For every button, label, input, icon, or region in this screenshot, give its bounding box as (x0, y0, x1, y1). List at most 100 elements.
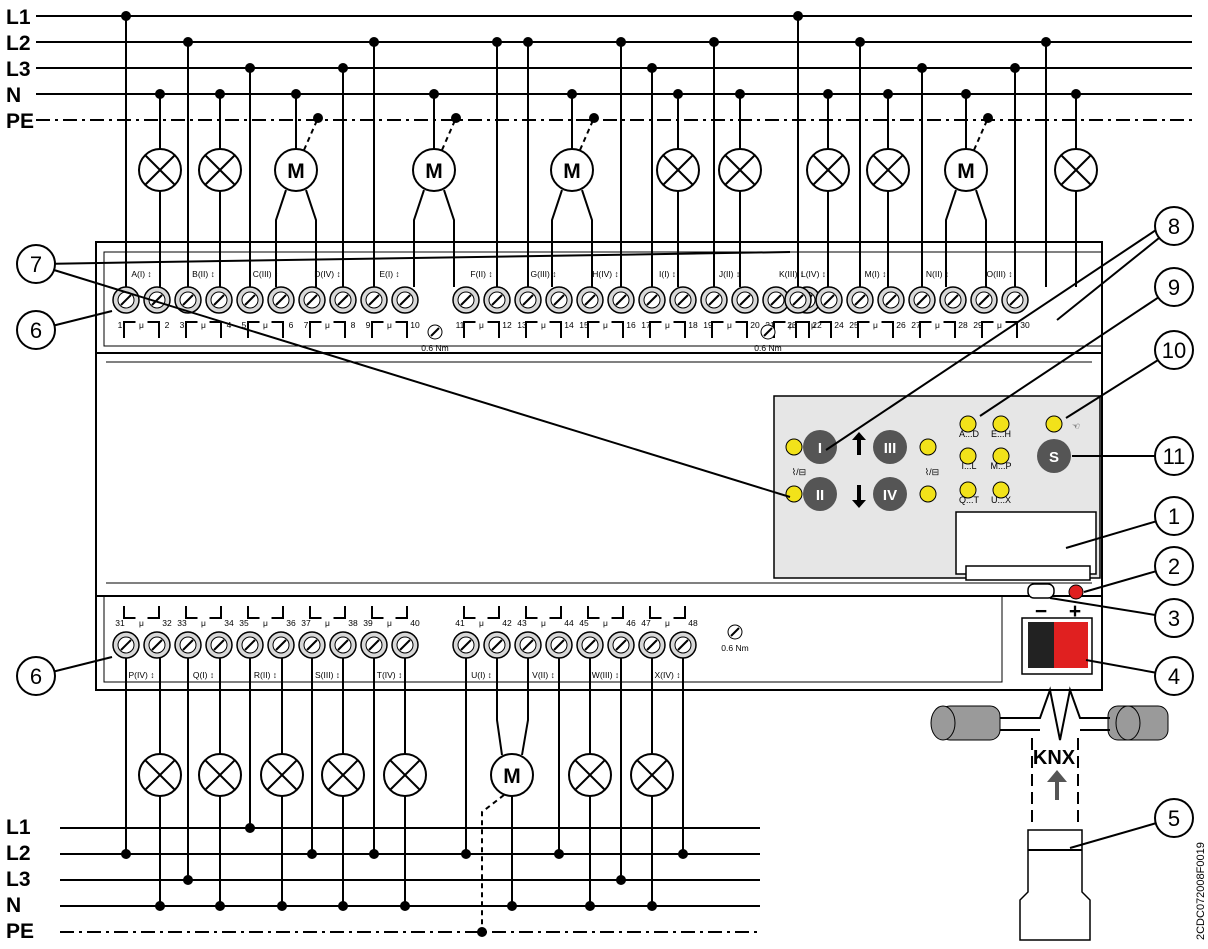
lamp-cross (662, 154, 694, 186)
lamp-cross (204, 154, 236, 186)
top-terminal-strip (103, 251, 1103, 347)
bottom-terminal-slot (584, 639, 596, 651)
bottom-neutral-junction (338, 901, 348, 911)
bottom-bus-junction (678, 849, 688, 859)
top-contact-symbol: μ (811, 320, 816, 330)
pe-junction (313, 113, 323, 123)
callout-circle (1154, 798, 1194, 838)
down-arrow-icon (852, 485, 866, 508)
lamp-cross (144, 154, 176, 186)
bottom-contact-outline (525, 606, 562, 619)
bottom-neutral-junction (585, 901, 595, 911)
top-terminal-number: 16 (626, 320, 636, 330)
led-group-label-a-d: A...D (959, 429, 980, 439)
motor-label: M (287, 160, 305, 183)
callout-number: 7 (30, 252, 42, 277)
bottom-contact-outline (587, 606, 624, 619)
bottom-terminal-number: 46 (626, 618, 636, 628)
bottom-terminal-slot (244, 639, 256, 651)
top-terminal-slot (615, 294, 627, 306)
top-bus-junction (917, 63, 927, 73)
bus-label-bottom-l1: L1 (6, 816, 31, 839)
bottom-contact-symbol: μ (387, 618, 392, 628)
bottom-terminal-slot (646, 639, 658, 651)
status-led (785, 438, 803, 456)
top-contact-symbol: μ (139, 320, 144, 330)
top-terminal-slot (306, 294, 318, 306)
bottom-neutral-junction (215, 901, 225, 911)
top-terminal-number: 22 (812, 320, 822, 330)
motor-label: M (503, 765, 521, 788)
motor-windings (551, 189, 593, 287)
top-contact-symbol: μ (325, 320, 330, 330)
knx-connector (1019, 829, 1091, 941)
callout-leader (54, 310, 113, 327)
motor-windings (496, 658, 529, 756)
top-contact-outline (649, 321, 686, 338)
bottom-terminal-slot (399, 639, 411, 651)
bottom-neutral-junction (155, 901, 165, 911)
bottom-contact-symbol: μ (139, 618, 144, 628)
bottom-terminal-slot (553, 639, 565, 651)
led-group-label-u-x: U...X (991, 495, 1011, 505)
bus-terminal-housing (1021, 617, 1093, 675)
callout-circle (1154, 330, 1194, 370)
knx-cable-end-right (1115, 705, 1141, 741)
top-contact-symbol: μ (541, 320, 546, 330)
top-neutral-junction (823, 89, 833, 99)
top-bus-junction (709, 37, 719, 47)
bus-label-bottom-pe: PE (6, 920, 34, 943)
motor-windings (945, 189, 987, 287)
top-contact-symbol: μ (935, 320, 940, 330)
status-led (785, 485, 803, 503)
top-terminal-slot (491, 294, 503, 306)
top-terminal-slot (213, 294, 225, 306)
top-terminal-number: 8 (351, 320, 356, 330)
lamp-cross (144, 759, 176, 791)
top-channel-label: J(II) ↕ (719, 269, 740, 279)
bottom-channel-label: R(II) ↕ (254, 670, 277, 680)
top-contact-symbol: μ (387, 320, 392, 330)
top-bus-junction (338, 63, 348, 73)
top-neutral-junction (735, 89, 745, 99)
top-channel-label: K(III) ↕ (779, 269, 804, 279)
top-channel-label: L(IV) ↕ (801, 269, 826, 279)
top-contact-symbol: μ (727, 320, 732, 330)
callout-leader (1085, 659, 1156, 674)
led-group-label-i-l: I...L (961, 461, 976, 471)
top-contact-outline (463, 321, 500, 338)
motor-pe-link (303, 117, 319, 151)
bus-terminal-red (1054, 622, 1088, 668)
top-terminal-slot (584, 294, 596, 306)
top-terminal-number: 26 (896, 320, 906, 330)
bottom-terminal-number: 41 (455, 618, 465, 628)
top-contact-outline (857, 321, 894, 338)
top-terminal-number: 25 (849, 320, 859, 330)
pe-junction (983, 113, 993, 123)
bus-polarity-plus: + (1069, 600, 1081, 623)
manual-symbol: ☜ (1072, 421, 1080, 431)
bus-label-bottom-l3: L3 (6, 868, 31, 891)
top-bus-junction (492, 37, 502, 47)
callout-circle (16, 656, 56, 696)
top-terminal-number: 30 (1020, 320, 1030, 330)
top-contact-outline (919, 321, 956, 338)
callout-leader (1049, 597, 1156, 616)
top-terminal-slot (460, 294, 472, 306)
pe-junction (451, 113, 461, 123)
top-terminal-slot (275, 294, 287, 306)
motor-symbol (274, 148, 318, 192)
knx-guide-lines (1031, 738, 1079, 828)
top-terminal-number: 3 (180, 320, 185, 330)
top-contact-outline (309, 321, 346, 338)
top-bus-junction (369, 37, 379, 47)
top-terminal-slot (708, 294, 720, 306)
top-terminal-slot (885, 294, 897, 306)
callout-number: 5 (1168, 806, 1180, 831)
led-group-label-m-p: M...P (990, 461, 1011, 471)
bottom-contact-outline (123, 606, 160, 619)
bottom-contact-symbol: μ (541, 618, 546, 628)
bottom-terminal-strip (103, 595, 1003, 683)
motor-symbol (944, 148, 988, 192)
